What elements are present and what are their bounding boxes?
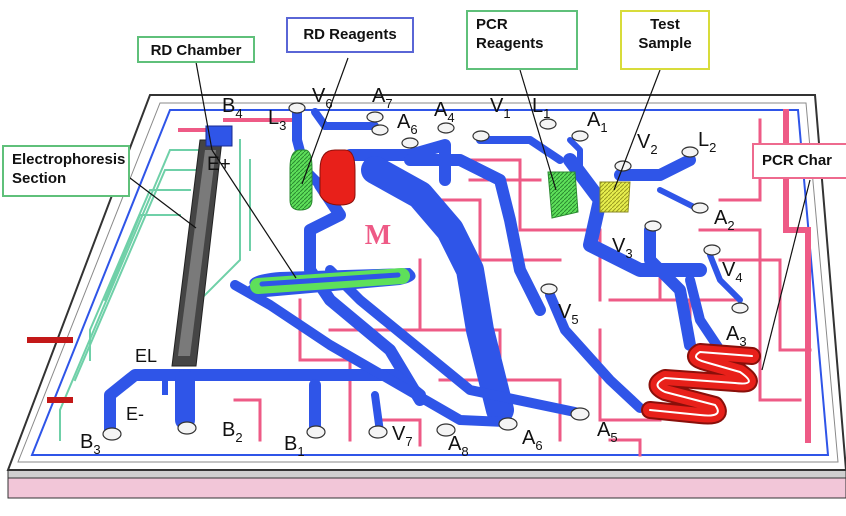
callout-electrophoresis: Electrophoresis Section [2,145,130,197]
callout-electrophoresis-line1: Electrophoresis [12,150,120,169]
callout-test-sample-line1: Test [630,15,700,34]
callout-test-sample: Test Sample [620,10,710,70]
label-el: EL [135,346,157,366]
callout-pcr-reagents-line1: PCR [476,15,568,34]
callout-rd-reagents-text: RD Reagents [296,22,404,48]
callout-pcr-chamber-text: PCR Char [762,148,838,174]
port-v3 [645,221,661,231]
port-v6 [289,103,305,113]
label-e-plus: E+ [207,154,231,175]
label-e-minus: E- [126,404,144,424]
port-b2 [178,422,196,434]
port-a6-bottom [499,418,517,430]
port-a3 [732,303,748,313]
port-b3 [103,428,121,440]
callout-electrophoresis-line2: Section [12,169,120,188]
port-a2 [692,203,708,213]
port-a6 [402,138,418,148]
callout-pcr-chamber: PCR Char [752,143,846,179]
chip-mark: M [365,220,391,251]
callout-pcr-reagents: PCR Reagents [466,10,578,70]
callout-pcr-reagents-line2: Reagents [476,34,568,53]
port-a7 [367,112,383,122]
port-b1 [307,426,325,438]
rd-reagent-chamber [290,150,312,210]
port-l2 [682,147,698,157]
callout-test-sample-line2: Sample [630,34,700,53]
port-v7 [369,426,387,438]
port-v1 [473,131,489,141]
callout-rd-reagents: RD Reagents [286,17,414,53]
rd-reagent-red-chamber [320,150,355,205]
callout-rd-chamber-text: RD Chamber [147,41,245,60]
port-v5 [541,284,557,294]
callout-rd-chamber: RD Chamber [137,36,255,63]
port-a6-top [372,125,388,135]
port-a1 [572,131,588,141]
port-a5 [571,408,589,420]
port-v4 [704,245,720,255]
